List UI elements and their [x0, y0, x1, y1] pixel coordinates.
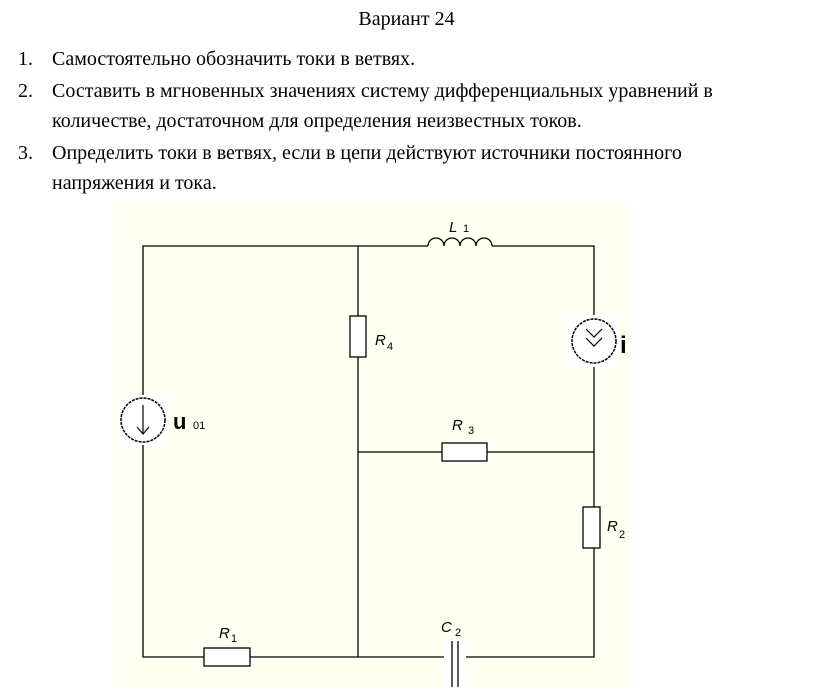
label-R1-letter: R: [219, 625, 230, 642]
resistor-R4: [349, 315, 367, 358]
label-R1-sub: 1: [231, 633, 237, 645]
voltage-source-u01: [118, 395, 168, 445]
label-C2-sub: 2: [455, 627, 461, 639]
label-C2-letter: C: [441, 619, 452, 636]
label-R2-letter: R: [607, 518, 618, 535]
label-R4-letter: R: [375, 332, 386, 349]
task-number: 3.: [18, 142, 33, 164]
task-text: Самостоятельно обозначить токи в ветвях.: [52, 48, 416, 70]
resistor-R3: [441, 442, 488, 462]
task-number: 2.: [18, 80, 33, 102]
label-L1-letter: L: [449, 219, 457, 236]
task-text: Определить токи в ветвях, если в цепи де…: [52, 142, 682, 164]
label-L1-sub: 1: [463, 223, 469, 235]
label-u01-sub: 01: [193, 420, 205, 432]
page-title: Вариант 24: [358, 8, 455, 30]
resistor-R1: [203, 647, 251, 667]
task-text: напряжения и тока.: [52, 172, 217, 194]
task-number: 1.: [18, 48, 33, 70]
resistor-R2: [582, 506, 601, 549]
label-u01-letter: u: [173, 409, 186, 434]
double-chevron-down-icon: [585, 328, 603, 338]
task-text: количестве, достаточном для определения …: [52, 110, 582, 132]
label-R3-sub: 3: [468, 425, 474, 437]
wires: [142, 245, 595, 658]
capacitor-C2: [444, 640, 466, 687]
current-source-i: [568, 315, 620, 367]
label-R4-sub: 4: [387, 341, 393, 353]
inductor-L1: [427, 237, 493, 247]
label-R2-sub: 2: [619, 529, 625, 541]
label-R3-letter: R: [452, 417, 463, 434]
label-i-letter: i: [620, 332, 627, 359]
diagram-background: [113, 203, 632, 687]
task-text: Составить в мгновенных значениях систему…: [52, 80, 713, 102]
